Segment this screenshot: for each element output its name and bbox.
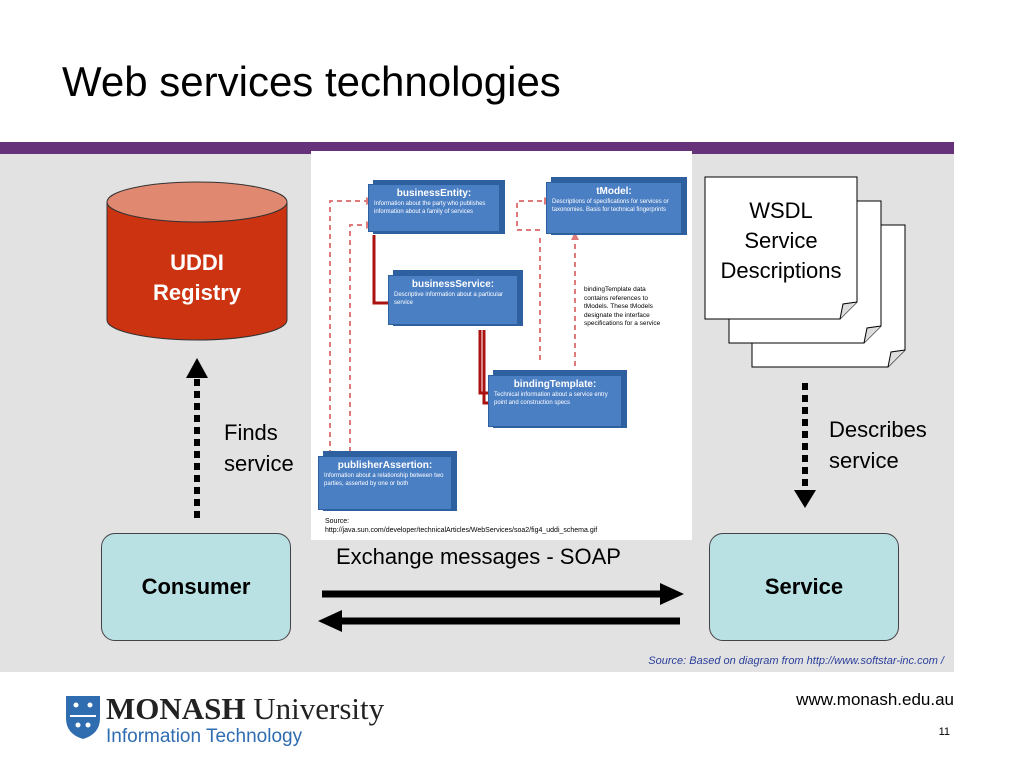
publisher-assertion-text: Information about a relationship between… bbox=[324, 473, 444, 487]
finds-service-label: Finds service bbox=[224, 420, 294, 476]
soap-request-arrow bbox=[322, 583, 684, 605]
business-entity-title: businessEntity: bbox=[396, 188, 472, 199]
monash-crest-icon bbox=[66, 696, 100, 739]
describes-service-arrow bbox=[794, 383, 816, 508]
binding-template-box: bindingTemplate: Technical information a… bbox=[488, 375, 622, 427]
logo-name-rest: University bbox=[245, 691, 385, 726]
binding-template-text: Technical information about a service en… bbox=[494, 392, 608, 406]
wsdl-documents bbox=[704, 176, 906, 368]
monash-wordmark: MONASH University bbox=[106, 692, 384, 726]
business-entity-box: businessEntity: Information about the pa… bbox=[368, 184, 500, 232]
faculty-name: Information Technology bbox=[106, 726, 303, 747]
binding-template-note: bindingTemplate data contains references… bbox=[584, 286, 661, 327]
binding-template-title: bindingTemplate: bbox=[513, 379, 597, 390]
tmodel-title: tModel: bbox=[596, 186, 632, 197]
publisher-assertion-box: publisherAssertion: Information about a … bbox=[318, 456, 452, 510]
tmodel-box: tModel: Descriptions of specifications f… bbox=[546, 182, 682, 234]
tmodel-text: Descriptions of specifications for servi… bbox=[552, 199, 669, 213]
exchange-label: Exchange messages - SOAP bbox=[336, 544, 621, 569]
business-entity-text: Information about the party who publishe… bbox=[374, 201, 486, 215]
service-node: Service bbox=[709, 533, 899, 641]
describes-service-label: Describes service bbox=[829, 417, 927, 473]
service-label: Service bbox=[764, 574, 844, 599]
website-url: www.monash.edu.au bbox=[796, 690, 954, 709]
page-number: 11 bbox=[938, 726, 950, 738]
header-band bbox=[0, 142, 954, 154]
consumer-label: Consumer bbox=[141, 574, 251, 599]
consumer-node: Consumer bbox=[101, 533, 291, 641]
uddi-registry-cylinder bbox=[106, 181, 288, 341]
wsdl-label: WSDL Service Descriptions bbox=[720, 198, 842, 283]
logo-name-bold: MONASH bbox=[106, 691, 246, 726]
diagram-credit: Source: Based on diagram from http://www… bbox=[648, 655, 944, 667]
figure-source-text: Source: http://java.sun.com/developer/te… bbox=[325, 518, 598, 534]
publisher-assertion-title: publisherAssertion: bbox=[337, 460, 433, 471]
finds-service-arrow bbox=[186, 358, 208, 518]
business-service-title: businessService: bbox=[411, 279, 495, 290]
uddi-registry-label: UDDI Registry bbox=[152, 250, 242, 305]
slide-title: Web services technologies bbox=[62, 58, 561, 105]
business-service-text: Descriptive information about a particul… bbox=[394, 292, 504, 306]
soap-response-arrow bbox=[318, 610, 680, 632]
business-service-box: businessService: Descriptive information… bbox=[388, 275, 518, 325]
